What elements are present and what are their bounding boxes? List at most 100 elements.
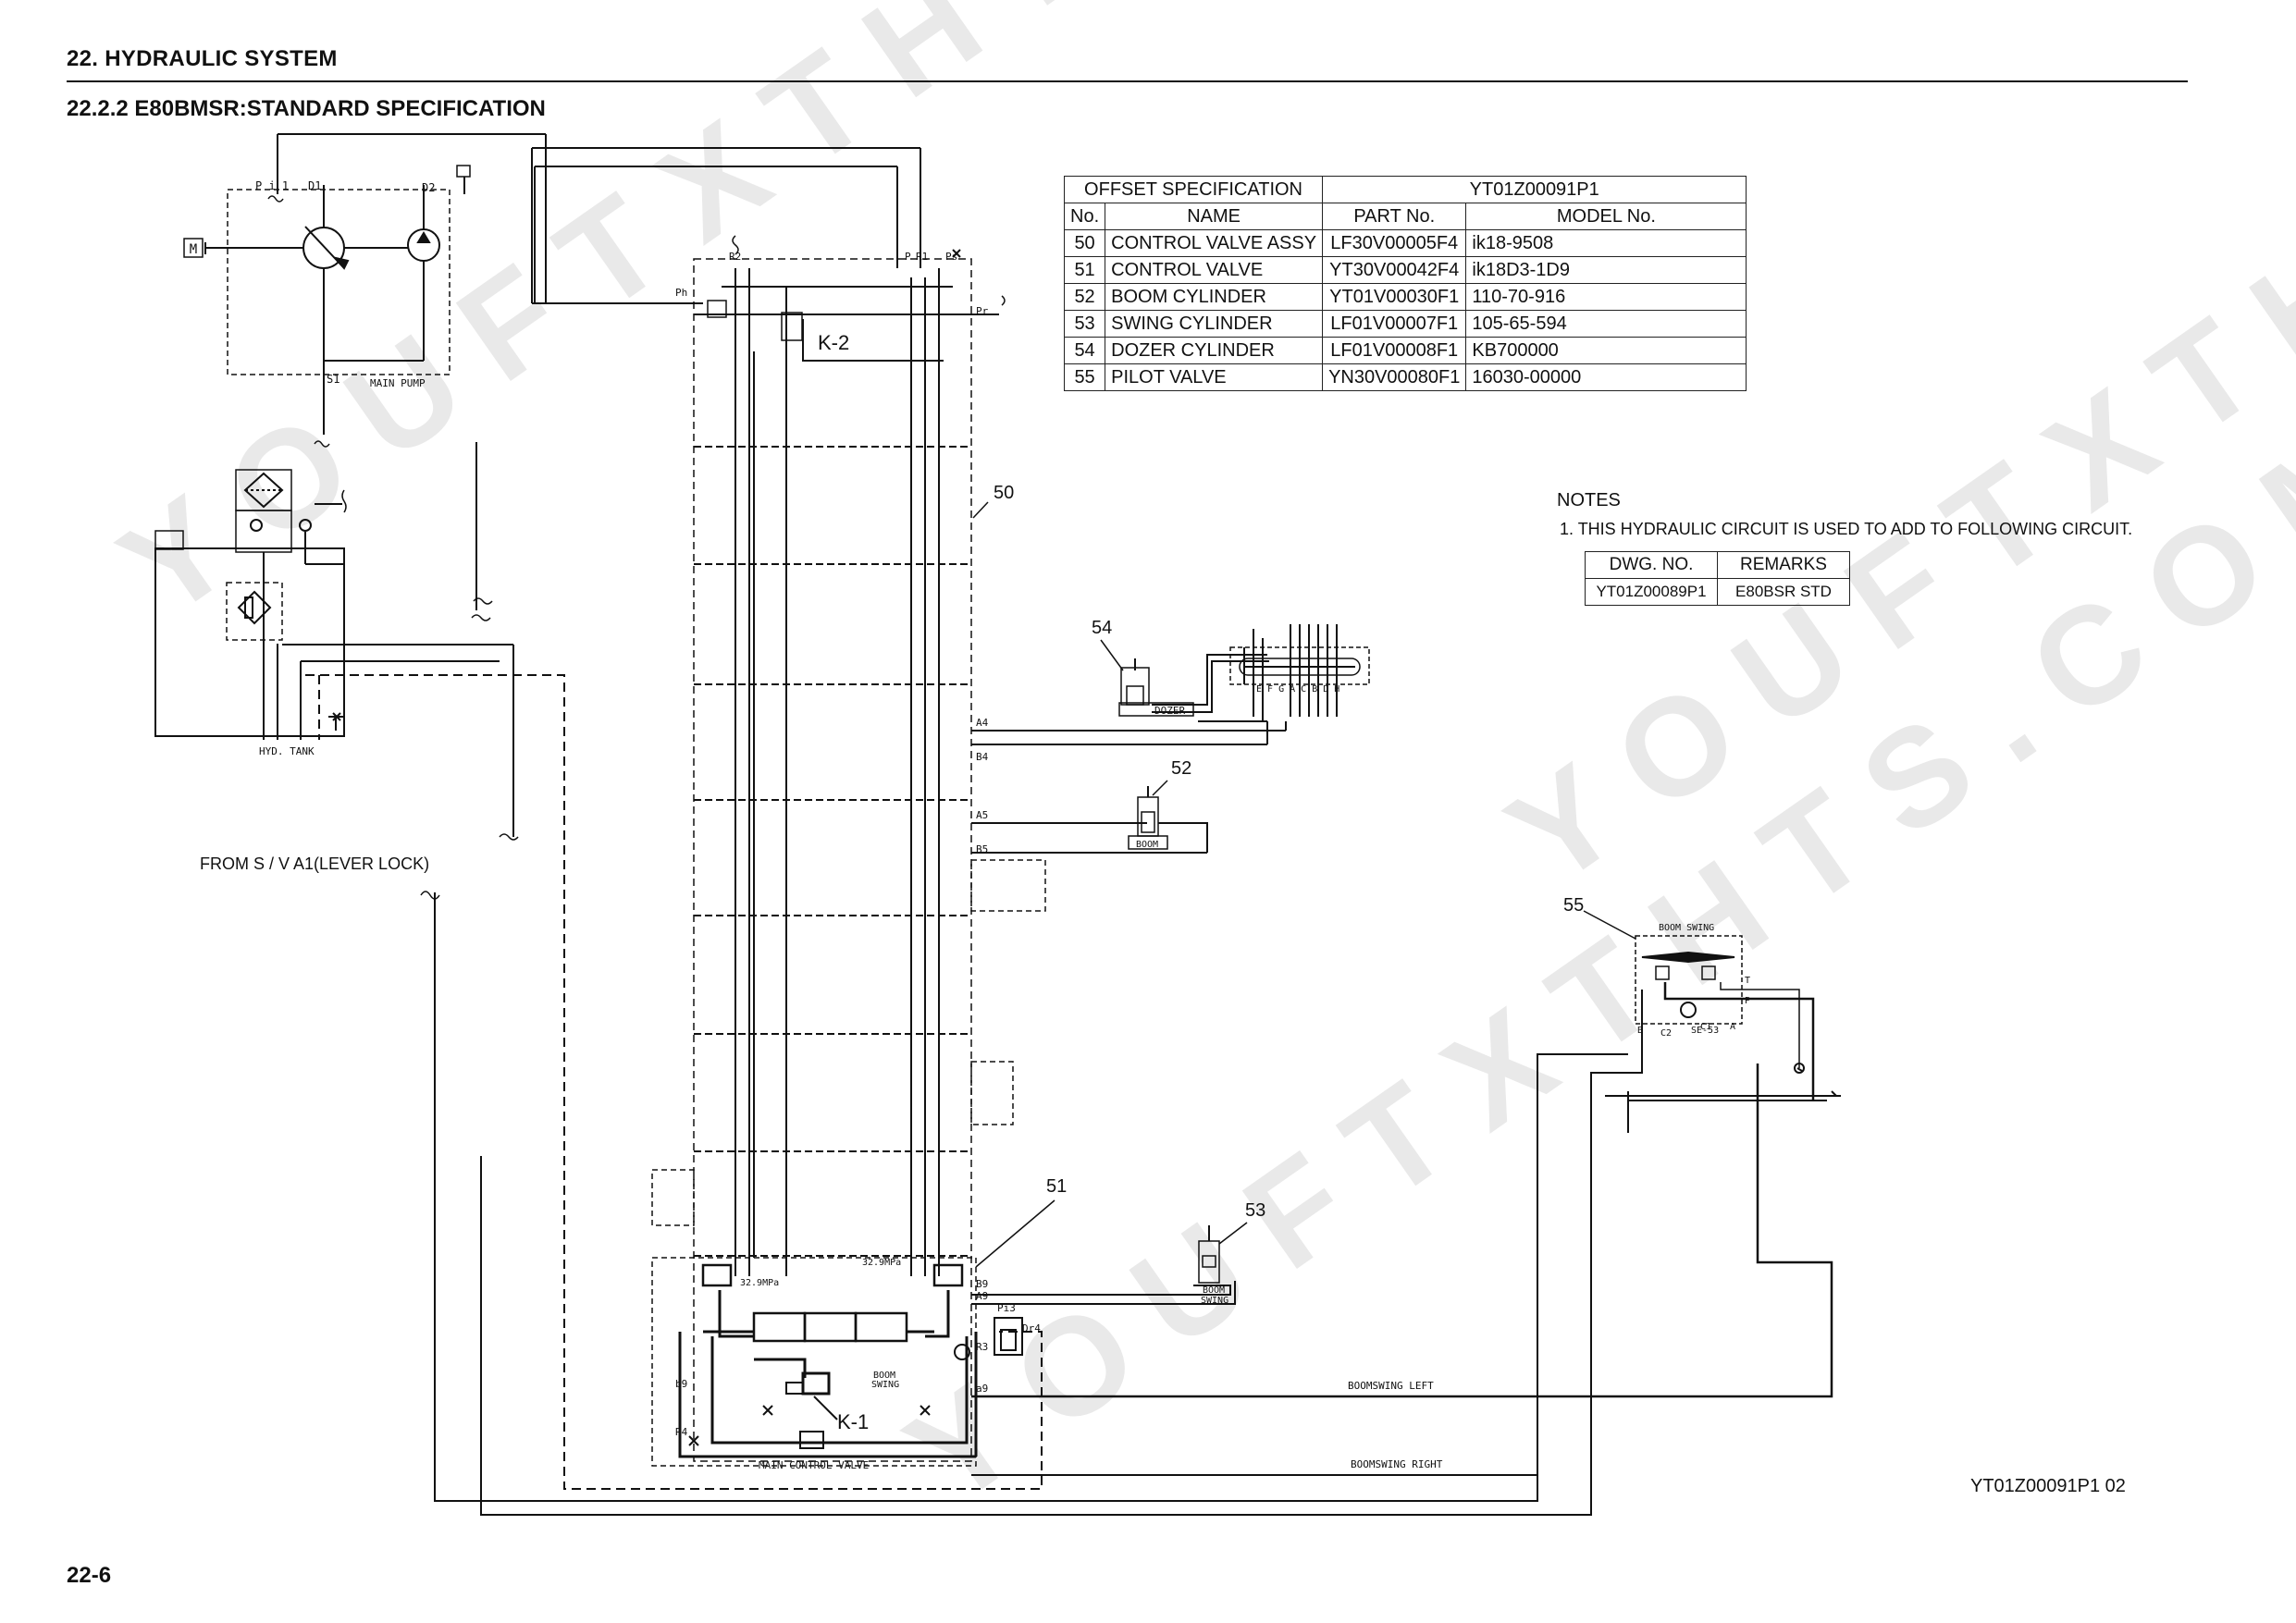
svg-text:A5: A5 [976, 809, 988, 821]
cell-model: ik18D3-1D9 [1465, 256, 1747, 284]
work-ports: A4 B4 A5 B5 [971, 717, 1286, 855]
cell-part: YT01V00030F1 [1322, 283, 1467, 311]
motor-label: M [190, 242, 197, 257]
section-title: 22. HYDRAULIC SYSTEM [67, 46, 338, 71]
table-row: 53 SWING CYLINDER LF01V00007F1 105-65-59… [1063, 310, 1747, 338]
svg-text:A4: A4 [976, 717, 989, 729]
cell-part: YT30V00042F4 [1322, 256, 1467, 284]
boomswing-lines: BOOMSWING LEFT BOOMSWING RIGHT [971, 1064, 1833, 1476]
svg-text:E F G A C B D H: E F G A C B D H [1256, 684, 1339, 695]
from-sv-label: FROM S / V A1(LEVER LOCK) [200, 855, 430, 873]
svg-text:B9: B9 [976, 1278, 988, 1290]
svg-text:P: P [905, 251, 911, 263]
hydraulic-tank: HYD. TANK [154, 469, 519, 841]
svg-text:B: B [1637, 1026, 1643, 1036]
cell-no: 53 [1063, 310, 1106, 338]
svg-text:Pi3: Pi3 [997, 1302, 1016, 1314]
pilot-dashed-line [305, 674, 1043, 1490]
se53-label: SE-53 [1691, 1026, 1719, 1036]
cell-name: PILOT VALVE [1105, 363, 1324, 391]
svg-text:C1: C1 [1700, 1022, 1711, 1032]
svg-text:D1: D1 [308, 179, 321, 192]
cell-remarks: E80BSR STD [1717, 578, 1850, 606]
cell-no: 55 [1063, 363, 1106, 391]
pump-delivery-lines [471, 147, 921, 621]
callout-53: 53 [1245, 1200, 1266, 1221]
cell-part: LF01V00008F1 [1322, 337, 1467, 364]
callout-54: 54 [1092, 618, 1113, 638]
boom-swing-cyl-label: BOOM [1203, 1285, 1225, 1296]
table-row: 51 CONTROL VALVE YT30V00042F4 ik18D3-1D9 [1063, 256, 1747, 284]
main-pump-label: MAIN PUMP [370, 377, 426, 389]
svg-text:SWING: SWING [1201, 1296, 1228, 1306]
col-header: REMARKS [1717, 551, 1850, 579]
callout-51: 51 [1046, 1176, 1068, 1197]
notes-item: 1. THIS HYDRAULIC CIRCUIT IS USED TO ADD… [1560, 520, 2133, 538]
svg-text:P: P [1745, 996, 1750, 1006]
svg-text:D2: D2 [422, 181, 435, 194]
svg-text:C2: C2 [1660, 1028, 1672, 1039]
dozer-cylinder: DOZER E F G A C B D H [1118, 624, 1370, 744]
dozer-label: DOZER [1154, 705, 1185, 717]
cell-dwg-no: YT01Z00089P1 [1585, 578, 1718, 606]
cell-no: 51 [1063, 256, 1106, 284]
k1-label: K-1 [837, 1410, 869, 1433]
svg-text:R2: R2 [729, 251, 741, 263]
svg-text:Dr4: Dr4 [1022, 1322, 1041, 1334]
svg-text:R4: R4 [675, 1426, 688, 1438]
pressure-1-label: 32.9MPa [740, 1278, 779, 1288]
col-header: MODEL No. [1465, 203, 1747, 230]
cell-model: KB700000 [1465, 337, 1747, 364]
header-rule [67, 80, 2188, 82]
svg-text:Ph: Ph [675, 287, 687, 299]
cell-part: LF01V00007F1 [1322, 310, 1467, 338]
cell-model: 110-70-916 [1465, 283, 1747, 311]
col-header: DWG. NO. [1585, 551, 1718, 579]
svg-text:A9: A9 [976, 1290, 988, 1302]
cell-no: 54 [1063, 337, 1106, 364]
table-row: 55 PILOT VALVE YN30V00080F1 16030-00000 [1063, 363, 1747, 391]
svg-text:SWING: SWING [871, 1380, 899, 1390]
cell-part: LF30V00005F4 [1322, 229, 1467, 257]
main-control-valve-label: MAIN CONTROL VALVE [759, 1459, 869, 1471]
boom-swing-pilot-label: BOOM SWING [1659, 923, 1714, 933]
pressure-2-label: 32.9MPa [862, 1258, 901, 1268]
svg-text:b9: b9 [675, 1378, 687, 1390]
k2-label: K-2 [818, 331, 849, 354]
notes-title: NOTES [1557, 490, 1621, 510]
pilot-valve: BOOM SWING SE-53 B C2 C1 A T P [1605, 923, 1841, 1133]
cell-name: CONTROL VALVE [1105, 256, 1324, 284]
svg-text:Pr: Pr [976, 305, 989, 317]
boom-label: BOOM [1136, 840, 1158, 850]
callout-50: 50 [994, 483, 1015, 503]
svg-text:B5: B5 [976, 843, 988, 855]
page-number: 22-6 [67, 1563, 112, 1588]
remarks-table: DWG. NO. REMARKS YT01Z00089P1 E80BSR STD [1585, 551, 1850, 606]
svg-text:R1: R1 [916, 251, 928, 263]
cell-no: 52 [1063, 283, 1106, 311]
cell-name: SWING CYLINDER [1105, 310, 1324, 338]
swing-cylinder: BOOM SWING [971, 1225, 1236, 1306]
boom-swing-valve-label: BOOM [873, 1371, 895, 1381]
svg-text:a9: a9 [976, 1383, 988, 1395]
col-header: No. [1063, 203, 1106, 230]
cell-name: BOOM CYLINDER [1105, 283, 1324, 311]
spec-label-cell: OFFSET SPECIFICATION [1063, 176, 1324, 203]
cell-name: DOZER CYLINDER [1105, 337, 1324, 364]
svg-text:Ps: Ps [945, 251, 957, 263]
cell-model: ik18-9508 [1465, 229, 1747, 257]
drawing-number: YT01Z00091P1 02 [1970, 1476, 2126, 1496]
table-row: YT01Z00089P1 E80BSR STD [1585, 578, 1850, 606]
boomswing-left-label: BOOMSWING LEFT [1348, 1380, 1434, 1392]
main-control-valve-stack: K-2 R2 P R1 Ps Ph Pr [651, 235, 1046, 1462]
svg-text:P i 1: P i 1 [255, 179, 289, 192]
svg-text:T: T [1745, 976, 1750, 986]
spec-value-cell: YT01Z00091P1 [1322, 176, 1747, 203]
main-pump: M P i 1 D1 D2 S1 MAIN PUMP [183, 133, 547, 448]
subsection-title: 22.2.2 E80BMSR:STANDARD SPECIFICATION [67, 96, 546, 121]
main-control-valve: 32.9MPa 32.9MPa K-1 BOOM SWING Pi3 Dr4 B… [651, 1257, 1041, 1471]
svg-text:B4: B4 [976, 751, 989, 763]
cell-no: 50 [1063, 229, 1106, 257]
svg-text:S1: S1 [327, 373, 339, 386]
